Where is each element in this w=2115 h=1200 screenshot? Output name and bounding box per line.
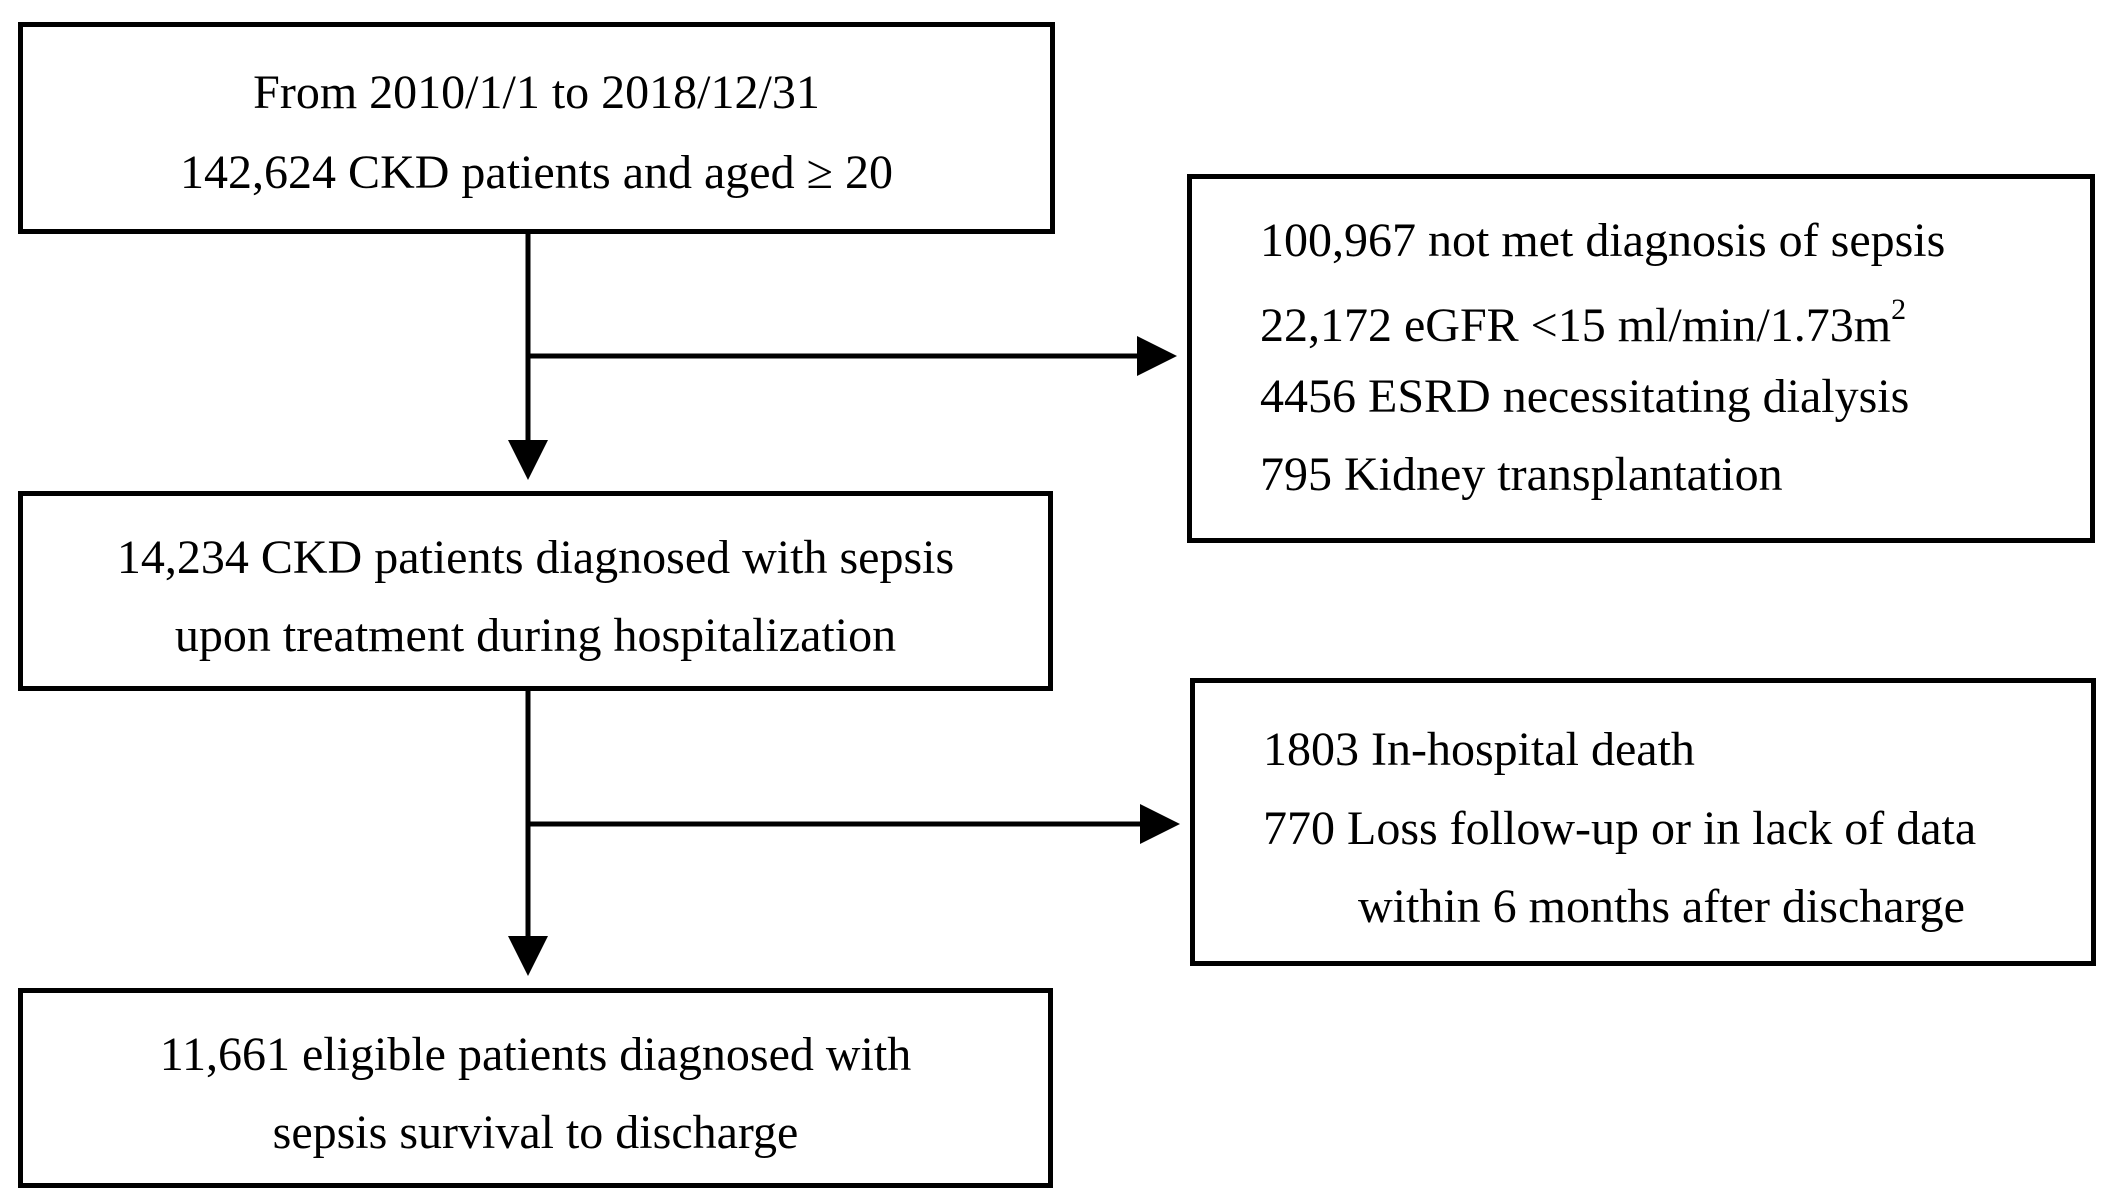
exclusion1-box: 100,967 not met diagnosis of sepsis 22,1… bbox=[1187, 174, 2095, 543]
sepsis-count: 14,234 CKD patients diagnosed with sepsi… bbox=[116, 531, 955, 584]
final-count: 11,661 eligible patients diagnosed with bbox=[159, 1028, 912, 1081]
final-box: 11,661 eligible patients diagnosed with … bbox=[18, 988, 1053, 1188]
start-box: From 2010/1/1 to 2018/12/31 142,624 CKD … bbox=[18, 22, 1055, 234]
exclusion1-esrd: 4456 ESRD necessitating dialysis bbox=[1260, 370, 1910, 423]
sepsis-condition: upon treatment during hospitalization bbox=[174, 609, 897, 662]
exclusion2-box: 1803 In-hospital death 770 Loss follow-u… bbox=[1190, 678, 2096, 966]
exclusion1-egfr: 22,172 eGFR <15 ml/min/1.73m2 bbox=[1260, 295, 1906, 350]
exclusion1-egfr-superscript: 2 bbox=[1891, 293, 1907, 326]
exclusion1-no-sepsis: 100,967 not met diagnosis of sepsis bbox=[1260, 214, 1946, 267]
sepsis-box: 14,234 CKD patients diagnosed with sepsi… bbox=[18, 491, 1053, 691]
start-period: From 2010/1/1 to 2018/12/31 bbox=[253, 66, 820, 119]
final-outcome: sepsis survival to discharge bbox=[272, 1106, 799, 1159]
start-population: 142,624 CKD patients and aged ≥ 20 bbox=[180, 146, 893, 199]
exclusion1-transplant: 795 Kidney transplantation bbox=[1260, 448, 1783, 501]
exclusion2-loss-followup-cont: within 6 months after discharge bbox=[1358, 880, 1965, 933]
exclusion2-loss-followup: 770 Loss follow-up or in lack of data bbox=[1263, 802, 1977, 855]
exclusion1-egfr-text: 22,172 eGFR <15 ml/min/1.73m bbox=[1260, 299, 1892, 352]
exclusion2-death: 1803 In-hospital death bbox=[1263, 723, 1695, 776]
